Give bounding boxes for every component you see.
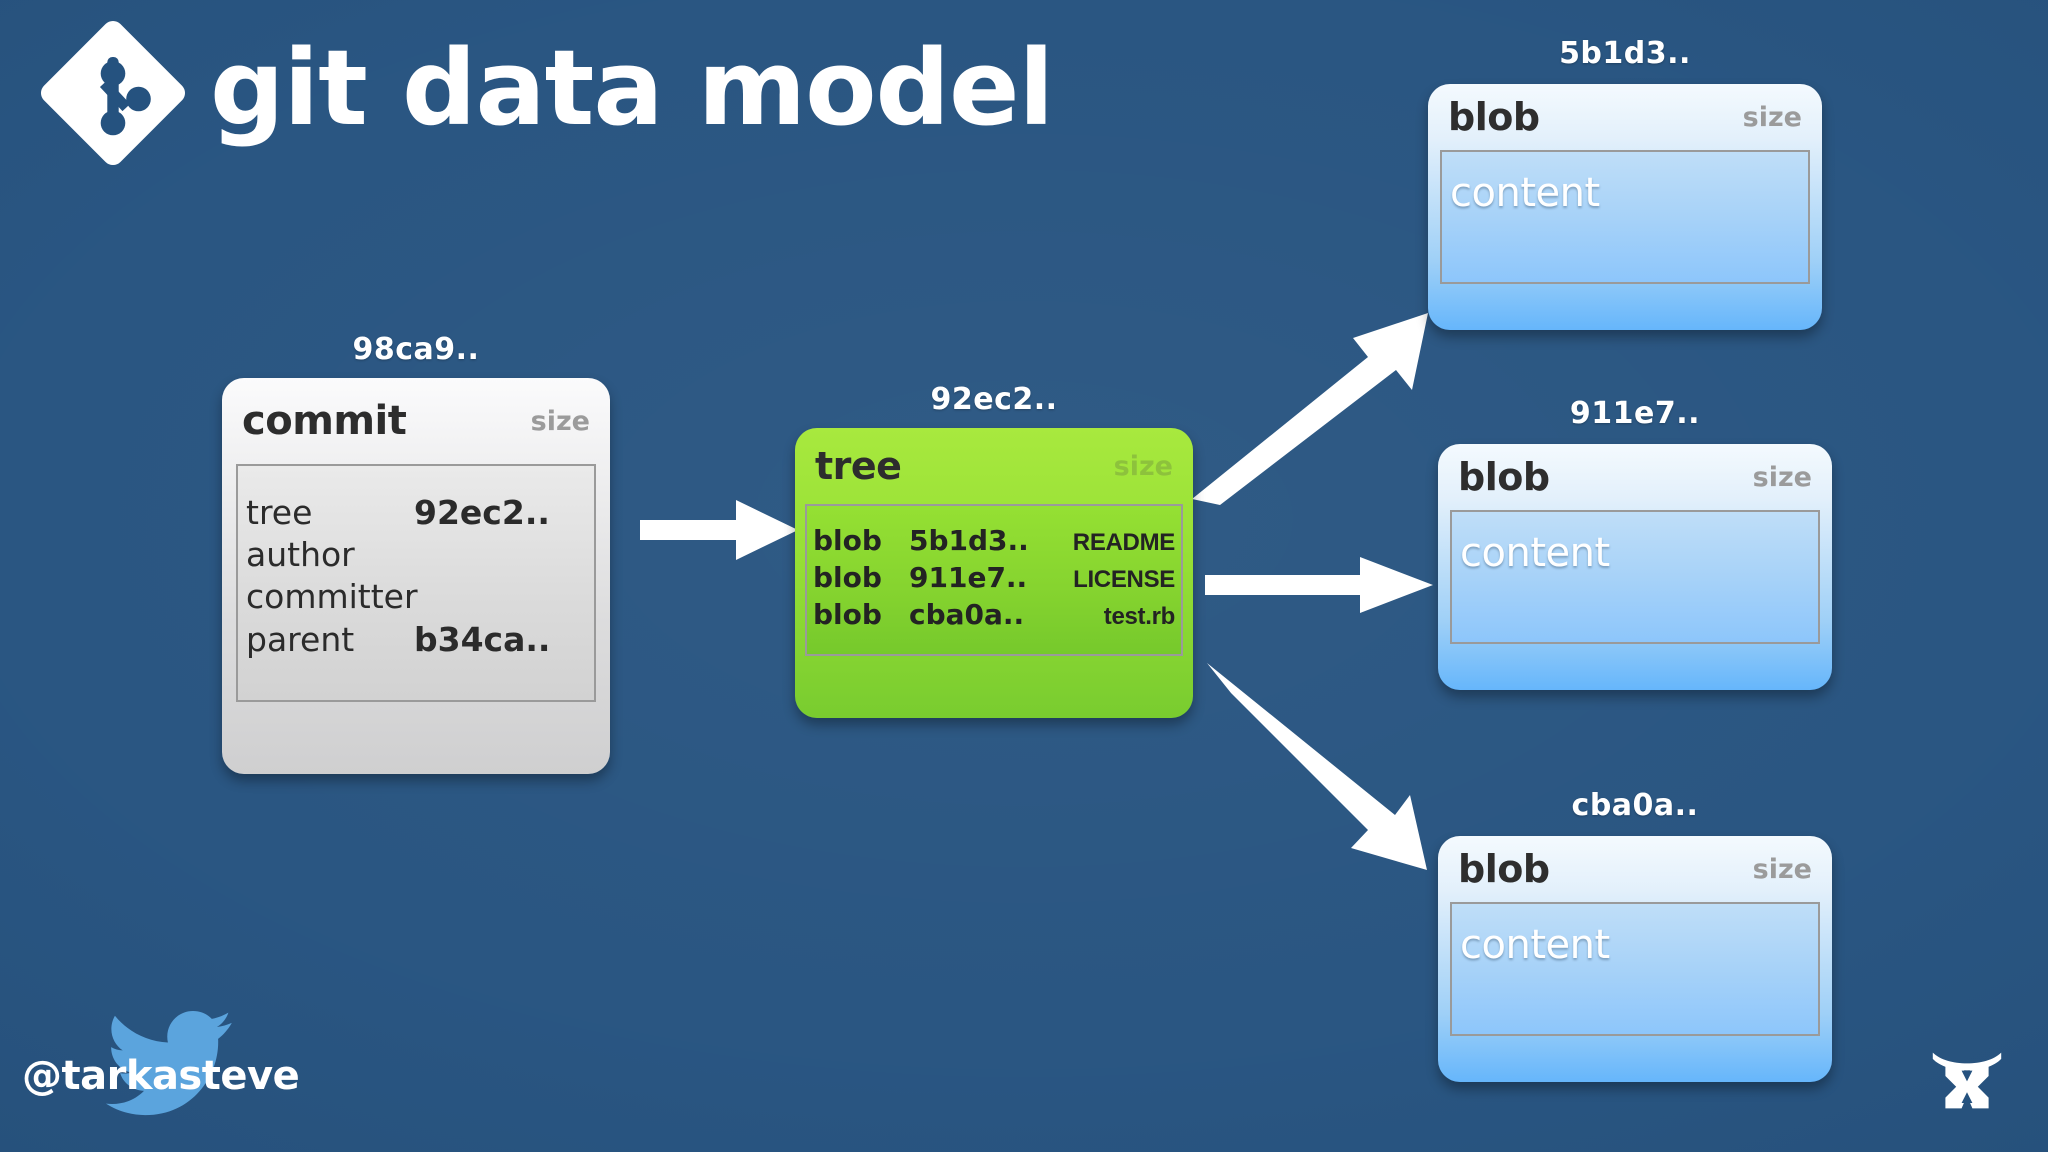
commit-field-value: b34ca.. [414,619,551,659]
blob-object-card[interactable]: blob size content [1438,836,1832,1082]
blob-hash-label: 5b1d3.. [1559,36,1691,71]
blob-content-label: content [1460,922,1610,968]
blob-card-body: content [1440,150,1810,284]
arrow-tree-to-blob-0 [1192,313,1428,505]
commit-card-header: commit size [236,378,596,464]
blob-type-label: blob [1458,455,1550,499]
commit-field-key: tree [246,493,313,532]
atlassian-logo-icon [1932,1052,2002,1109]
tree-type-label: tree [815,444,902,488]
blob-card-header: blob size [1450,836,1820,902]
tree-object-card[interactable]: tree size blob 5b1d3.. README blob 911e7… [795,428,1193,718]
commit-hash-label: 98ca9.. [352,332,480,367]
twitter-bird-icon [105,1011,232,1116]
tree-entry-name: LICENSE [1073,566,1175,594]
commit-field-row: tree 92ec2.. [246,492,586,534]
commit-field-key: committer [246,577,418,617]
commit-field-value: 92ec2.. [414,493,550,532]
tree-entry-hash: 911e7.. [909,561,1028,595]
tree-entry-mode: blob [813,561,882,595]
commit-field-row: committer [246,576,586,618]
blob-object-card[interactable]: blob size content [1428,84,1822,330]
blob-type-label: blob [1458,847,1550,891]
blob-card-header: blob size [1440,84,1810,150]
arrow-tree-to-blob-1 [1205,557,1433,613]
arrow-commit-to-tree [640,500,798,560]
tree-entry-mode: blob [813,524,882,557]
tree-card-header: tree size [805,428,1183,504]
blob-card-body: content [1450,510,1820,644]
commit-type-label: commit [242,398,407,444]
blob-content-label: content [1450,170,1600,216]
git-logo-icon [40,20,186,166]
tree-entry-hash: cba0a.. [909,598,1025,632]
title-row: git data model [38,18,1054,168]
tree-size-label: size [1113,450,1173,482]
blob-card-header: blob size [1450,444,1820,510]
tree-entry-row[interactable]: blob cba0a.. test.rb [813,596,1175,633]
tree-card-body: blob 5b1d3.. README blob 911e7.. LICENSE… [805,504,1183,656]
arrow-tree-to-blob-2 [1207,663,1427,870]
commit-field-key: author [246,535,355,575]
blob-hash-label: 911e7.. [1569,396,1701,431]
commit-size-label: size [530,405,590,437]
page-title: git data model [210,27,1054,149]
blob-size-label: size [1752,853,1812,885]
commit-field-key: parent [246,619,355,659]
blob-hash-label: cba0a.. [1571,788,1699,823]
commit-card-body: tree 92ec2.. author committer parent b34… [236,464,596,702]
tree-entry-row[interactable]: blob 911e7.. LICENSE [813,559,1175,596]
commit-field-row: parent b34ca.. [246,619,586,661]
blob-type-label: blob [1448,95,1540,139]
twitter-handle[interactable]: @tarkasteve [22,1011,300,1116]
commit-field-row: author [246,534,586,576]
blob-card-body: content [1450,902,1820,1036]
tree-entry-name: test.rb [1103,603,1176,631]
tree-entry-name: README [1072,529,1176,556]
tree-entry-row[interactable]: blob 5b1d3.. README [813,522,1175,559]
blob-size-label: size [1742,101,1802,133]
tree-hash-label: 92ec2.. [930,382,1058,417]
blob-size-label: size [1752,461,1812,493]
commit-object-card[interactable]: commit size tree 92ec2.. author committe… [222,378,610,774]
tree-entry-mode: blob [813,598,882,632]
twitter-handle-text: @tarkasteve [22,1053,300,1099]
blob-content-label: content [1460,530,1610,576]
tree-entry-hash: 5b1d3.. [909,524,1029,557]
blob-object-card[interactable]: blob size content [1438,444,1832,690]
